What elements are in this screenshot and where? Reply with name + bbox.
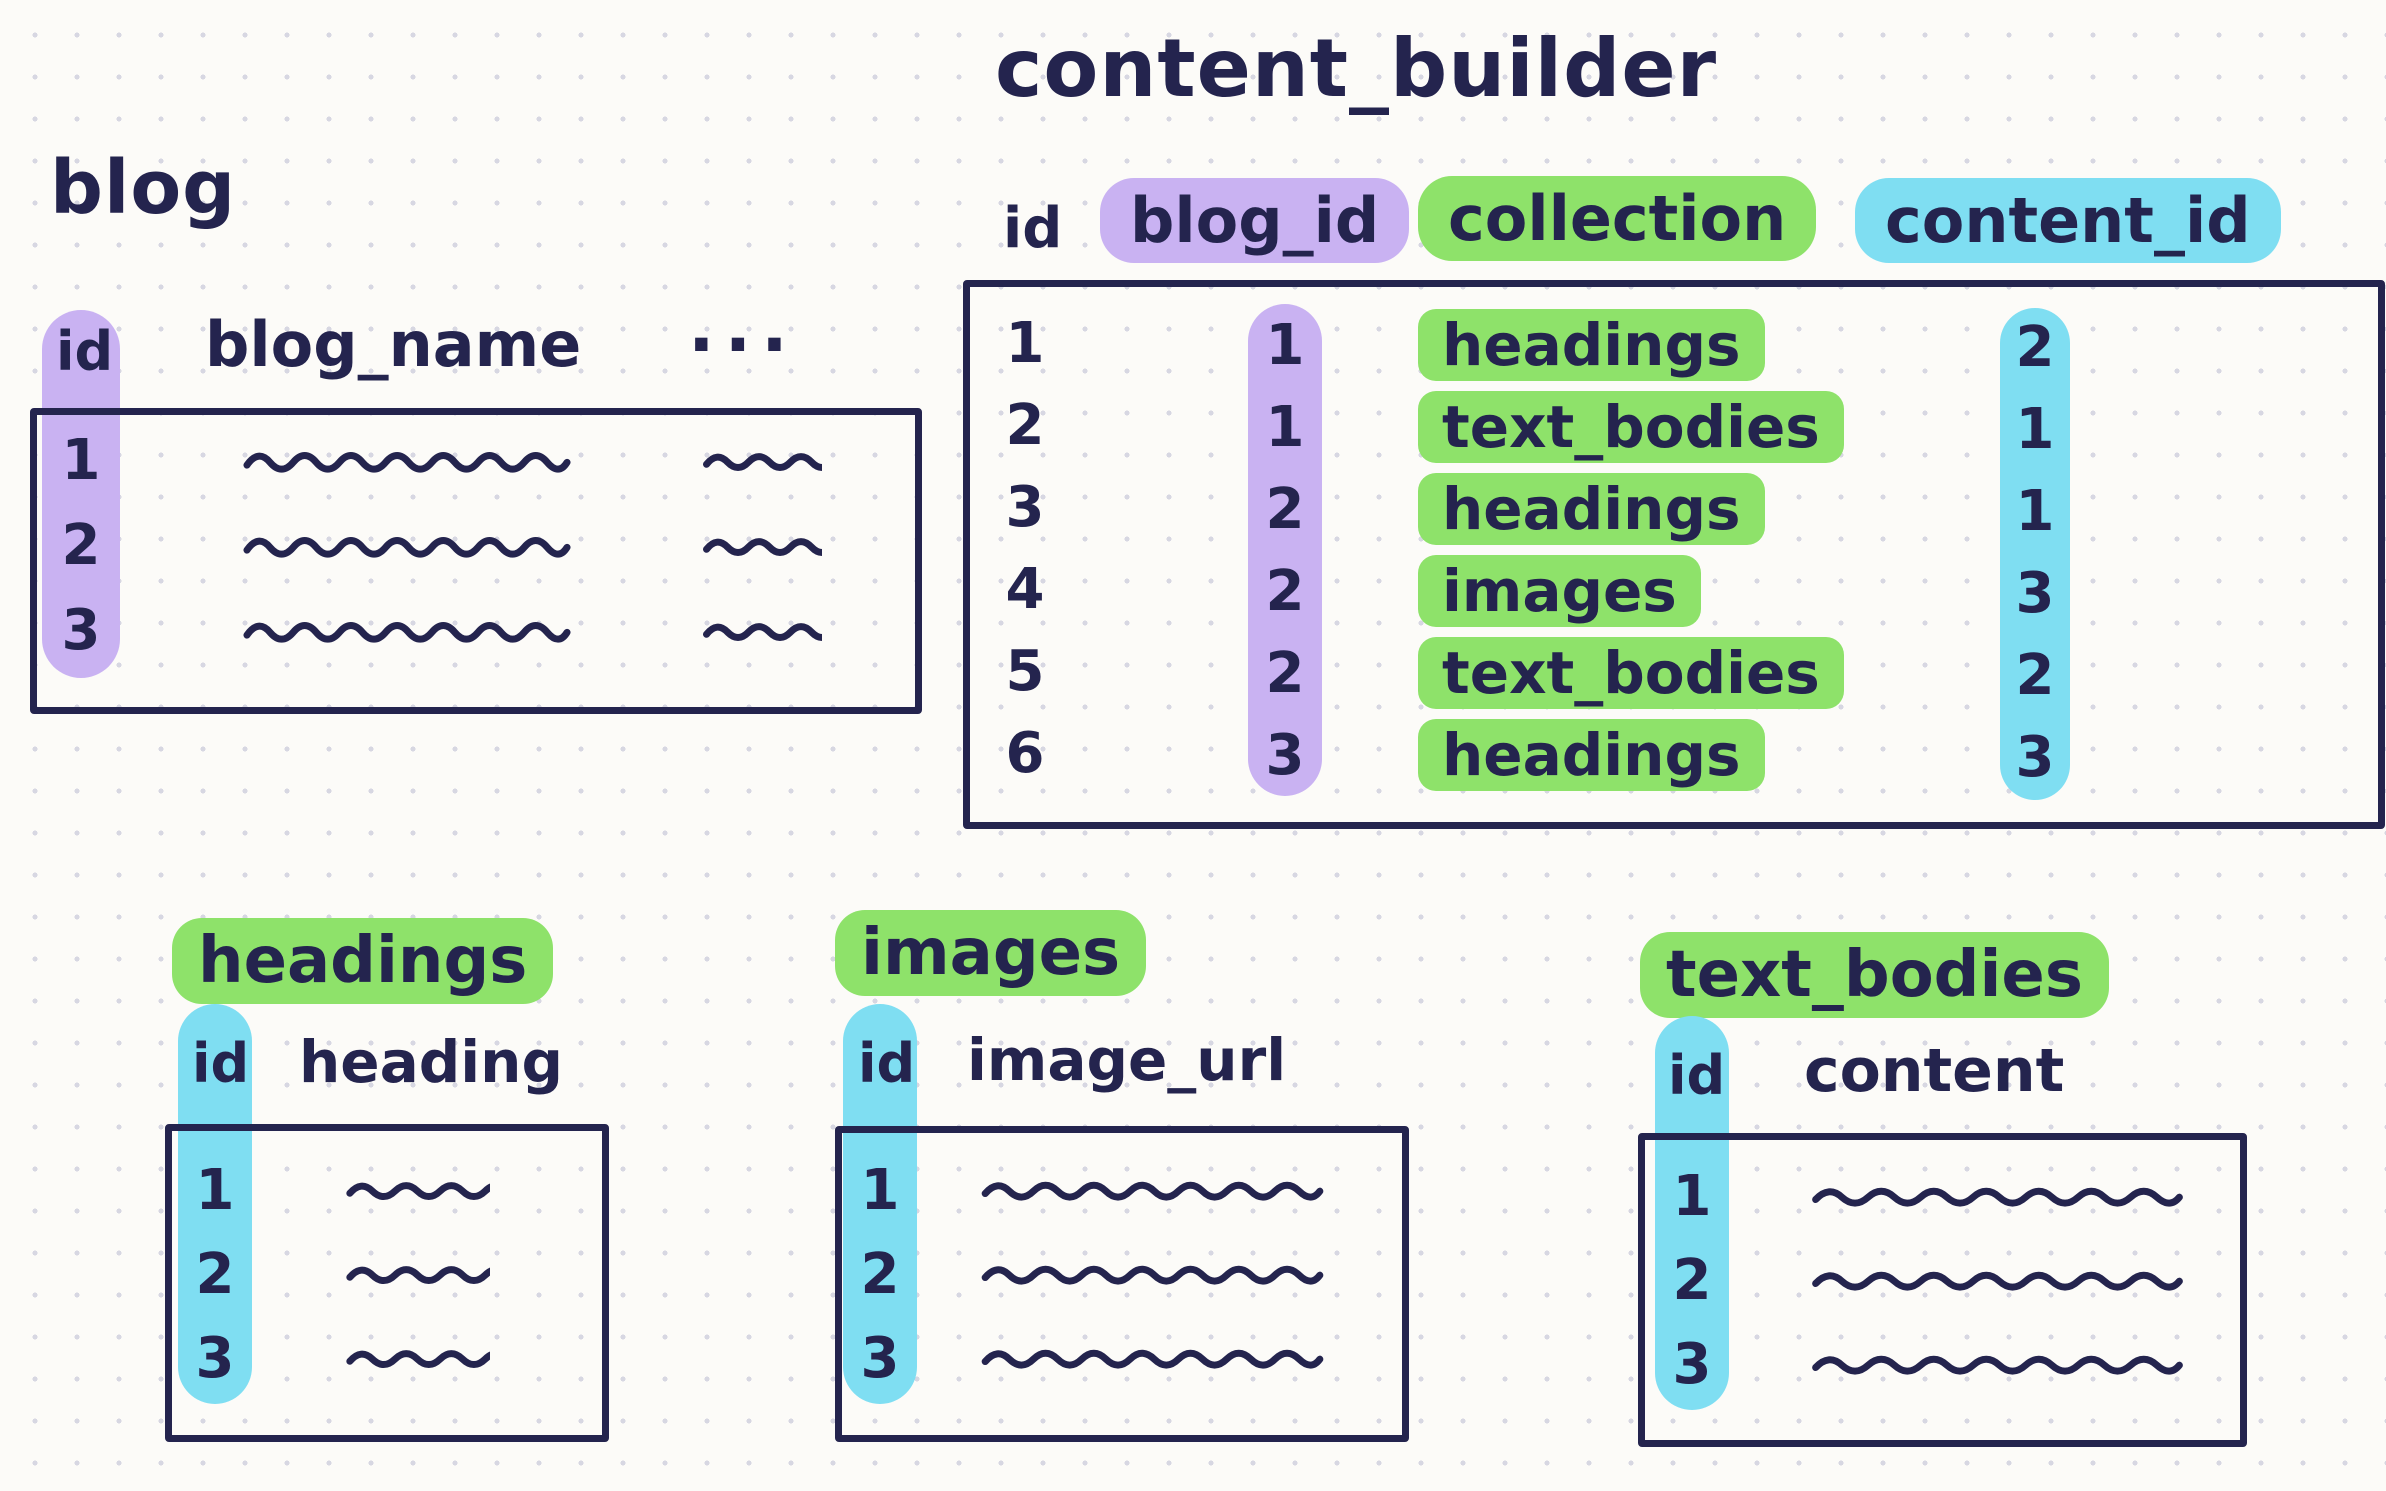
content-builder-blog-id-column-highlight [1248, 304, 1322, 796]
content-builder-table-box [963, 280, 2385, 829]
headings-row-id: 1 [195, 1157, 235, 1223]
content-builder-blog-id-values: 1 1 2 2 2 3 [1248, 304, 1322, 796]
squiggle-redacted-text [980, 1345, 1325, 1371]
squiggle-redacted-text [242, 616, 572, 646]
cb-row-blog-id: 1 [1265, 312, 1305, 378]
images-row-id: 1 [860, 1157, 900, 1223]
content-builder-content-id-column-highlight [2000, 308, 2070, 800]
headings-col-heading: heading [299, 1028, 563, 1096]
cb-row-collection: images [1418, 555, 1701, 627]
cb-row-content-id: 2 [2015, 642, 2055, 708]
images-row-id: 2 [860, 1241, 900, 1307]
images-row-id: 3 [860, 1325, 900, 1391]
cb-row-blog-id: 1 [1265, 394, 1305, 460]
cb-row-blog-id: 2 [1265, 558, 1305, 624]
cb-row-id: 3 [1005, 474, 1045, 540]
text-bodies-row-id: 3 [1672, 1331, 1712, 1397]
text-bodies-table-box [1638, 1133, 2247, 1447]
text-bodies-col-content: content [1804, 1036, 2065, 1106]
cb-row-collection: headings [1418, 473, 1765, 545]
squiggle-redacted-text [1810, 1183, 2185, 1209]
content-builder-title: content_builder [995, 22, 1718, 115]
images-table-title: images [835, 910, 1147, 996]
headings-value-squiggles [345, 1148, 490, 1400]
squiggle-redacted-text [1810, 1351, 2185, 1377]
cb-row-id: 1 [1005, 310, 1045, 376]
images-id-column-highlight [843, 1004, 917, 1404]
blog-name-squiggles [242, 418, 572, 673]
headings-id-values: 1 2 3 [178, 1148, 252, 1400]
text-bodies-value-squiggles [1810, 1154, 2185, 1406]
squiggle-redacted-text [345, 1346, 490, 1370]
headings-col-id: id [192, 1032, 250, 1095]
text-bodies-row-id: 2 [1672, 1247, 1712, 1313]
images-col-image-url: image_url [967, 1026, 1287, 1094]
blog-row-id: 2 [61, 513, 101, 578]
blog-row-id: 3 [61, 598, 101, 663]
cb-row-collection: text_bodies [1418, 637, 1844, 709]
text-bodies-id-column-highlight [1655, 1016, 1729, 1410]
text-bodies-id-values: 1 2 3 [1655, 1154, 1729, 1406]
cb-row-blog-id: 3 [1265, 722, 1305, 788]
squiggle-redacted-text [242, 446, 572, 476]
blog-col-name: blog_name [205, 308, 582, 381]
images-table-box [835, 1126, 1409, 1442]
headings-table-title: headings [172, 918, 554, 1004]
blog-row-id: 1 [61, 428, 101, 493]
cb-row-content-id: 1 [2015, 478, 2055, 544]
blog-table-title: blog [50, 145, 237, 231]
headings-table-box [165, 1124, 609, 1442]
content-builder-content-id-values: 2 1 1 3 2 3 [2000, 306, 2070, 798]
content-builder-id-values: 1 2 3 4 5 6 [990, 302, 1060, 794]
content-builder-col-collection: collection [1418, 176, 1817, 261]
headings-row-id: 2 [195, 1241, 235, 1307]
squiggle-redacted-text [702, 449, 822, 473]
cb-row-id: 6 [1005, 720, 1045, 786]
squiggle-redacted-text [702, 619, 822, 643]
headings-row-id: 3 [195, 1325, 235, 1391]
blog-table-box [30, 408, 922, 714]
cb-row-content-id: 3 [2015, 724, 2055, 790]
text-bodies-table-title: text_bodies [1640, 932, 2109, 1018]
headings-id-column-highlight [178, 1004, 252, 1404]
images-col-id: id [858, 1032, 916, 1095]
squiggle-redacted-text [345, 1178, 490, 1202]
text-bodies-col-id: id [1668, 1044, 1726, 1107]
blog-id-column-highlight [42, 310, 120, 678]
blog-col-ellipsis: ... [688, 286, 798, 368]
content-builder-col-id: id [1003, 196, 1063, 261]
cb-row-collection: text_bodies [1418, 391, 1844, 463]
cb-row-id: 2 [1005, 392, 1045, 458]
cb-row-content-id: 2 [2015, 314, 2055, 380]
cb-row-blog-id: 2 [1265, 640, 1305, 706]
text-bodies-row-id: 1 [1672, 1163, 1712, 1229]
squiggle-redacted-text [702, 534, 822, 558]
cb-row-id: 4 [1005, 556, 1045, 622]
squiggle-redacted-text [980, 1177, 1325, 1203]
squiggle-redacted-text [1810, 1267, 2185, 1293]
blog-col-id: id [56, 320, 114, 383]
cb-row-id: 5 [1005, 638, 1045, 704]
squiggle-redacted-text [980, 1261, 1325, 1287]
content-builder-collection-values: headings text_bodies headings images tex… [1418, 304, 1844, 796]
blog-more-squiggles [702, 418, 822, 673]
squiggle-redacted-text [242, 531, 572, 561]
cb-row-collection: headings [1418, 719, 1765, 791]
images-value-squiggles [980, 1148, 1325, 1400]
cb-row-collection: headings [1418, 309, 1765, 381]
squiggle-redacted-text [345, 1262, 490, 1286]
cb-row-blog-id: 2 [1265, 476, 1305, 542]
images-id-values: 1 2 3 [843, 1148, 917, 1400]
blog-id-values: 1 2 3 [42, 418, 120, 673]
cb-row-content-id: 3 [2015, 560, 2055, 626]
content-builder-col-content-id: content_id [1855, 178, 2281, 263]
cb-row-content-id: 1 [2015, 396, 2055, 462]
content-builder-col-blog-id: blog_id [1100, 178, 1410, 263]
